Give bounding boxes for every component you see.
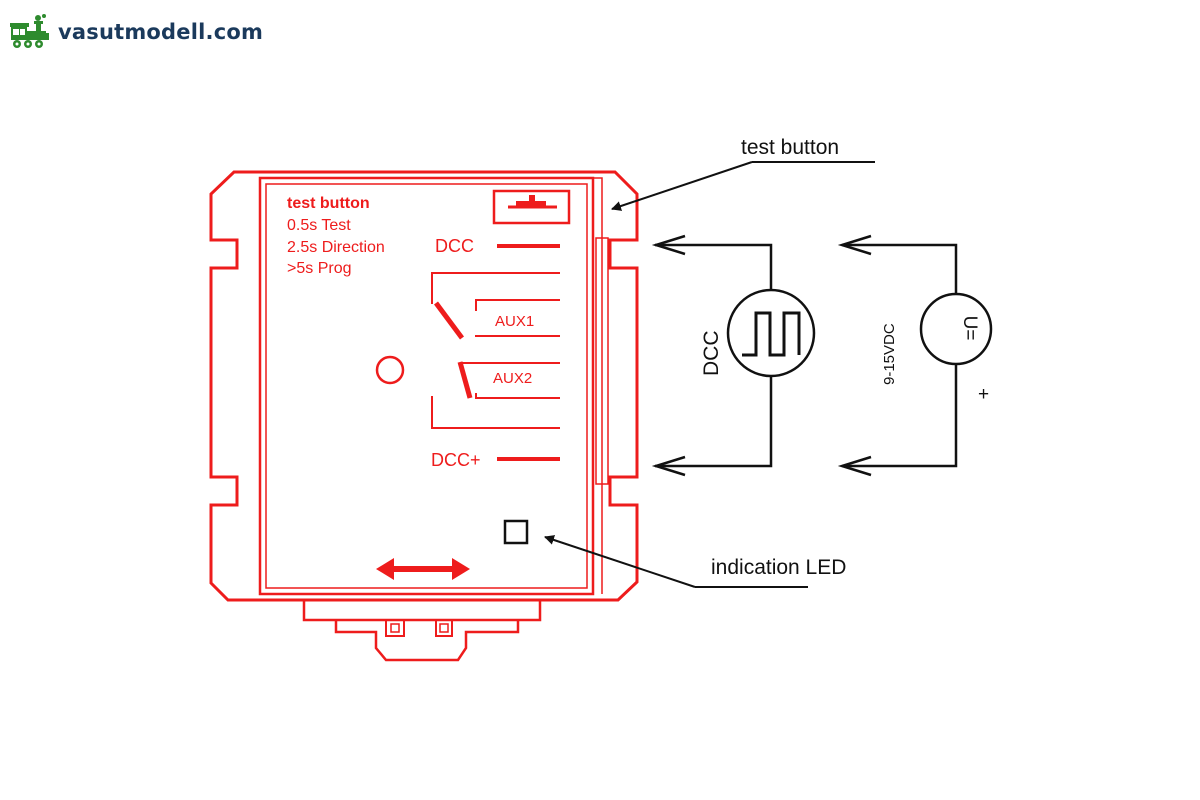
dc-source-wiring — [837, 234, 958, 477]
site-name: vasutmodell.com — [58, 20, 264, 44]
indication-led-callout — [544, 535, 808, 588]
dc-source-symbol: U= — [959, 316, 980, 341]
dcc-signal-source-icon — [726, 288, 816, 378]
test-button-callout-label: test button — [741, 136, 839, 159]
site-brand[interactable]: vasutmodell.com — [10, 12, 263, 52]
terminal-aux2-label: AUX2 — [493, 370, 532, 387]
mounting-hole — [375, 355, 405, 385]
dc-power-source-icon — [919, 292, 993, 366]
direction-double-arrow-icon — [376, 558, 470, 580]
info-line-1: 0.5s Test — [287, 217, 351, 234]
terminal-aux1-label: AUX1 — [495, 313, 534, 330]
dcc-source-wiring — [651, 234, 773, 477]
info-line-2: 2.5s Direction — [287, 239, 385, 256]
locomotive-icon — [10, 14, 49, 48]
dcc-source-label: DCC — [700, 331, 723, 377]
terminal-dcc-label: DCC — [435, 236, 474, 256]
indication-led-callout-label: indication LED — [711, 556, 846, 579]
dc-plus-label: + — [978, 384, 989, 405]
dc-voltage-label: 9-15VDC — [881, 323, 898, 385]
aux-switch-contacts — [431, 272, 560, 429]
indication-led — [503, 519, 529, 545]
info-title: test button — [287, 195, 370, 212]
terminal-dcc-plus-label: DCC+ — [431, 450, 481, 470]
decoder-housing — [209, 170, 639, 662]
test-button-symbol[interactable] — [492, 189, 571, 225]
test-button-callout — [611, 161, 875, 211]
info-line-3: >5s Prog — [287, 260, 351, 277]
